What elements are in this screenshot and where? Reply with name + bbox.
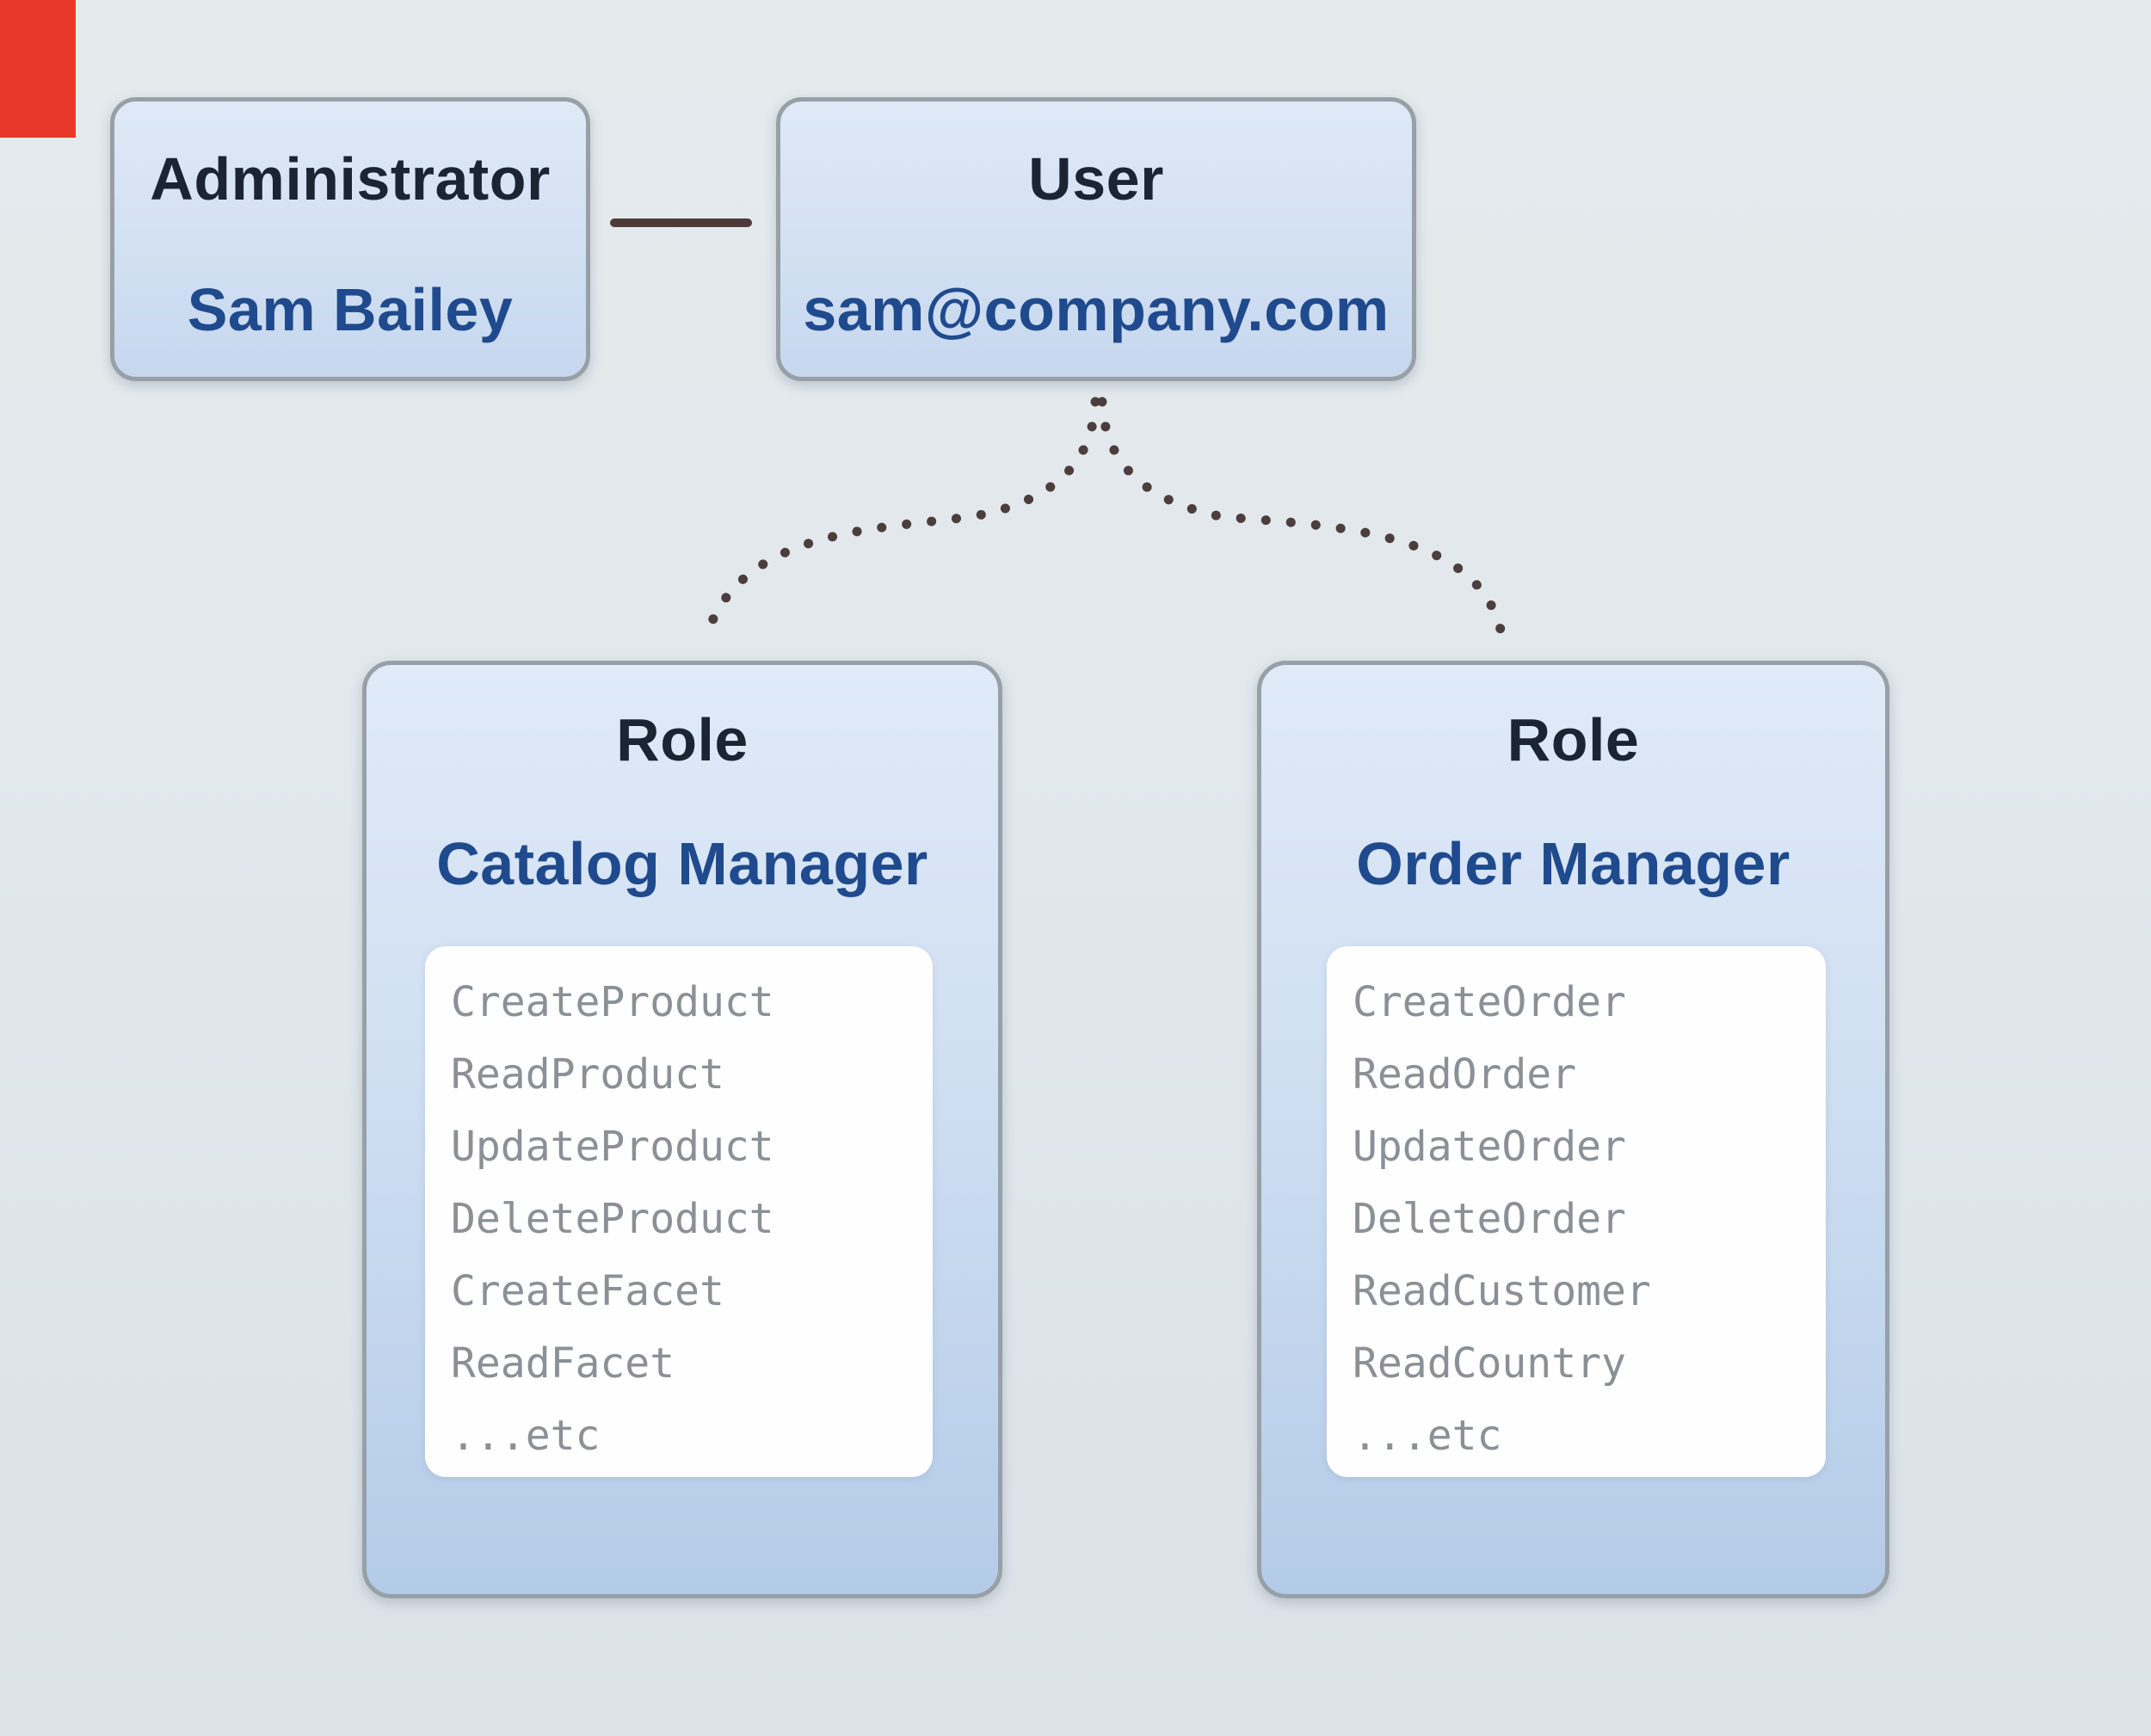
- role-node-catalog-manager: Role Catalog Manager CreateProduct ReadP…: [362, 661, 1002, 1598]
- permission-item: ReadCountry: [1353, 1339, 1626, 1388]
- role-name-catalog-manager: Catalog Manager: [436, 830, 928, 897]
- permission-item: DeleteOrder: [1353, 1195, 1626, 1243]
- permission-item: CreateProduct: [451, 978, 774, 1026]
- permission-item: ReadProduct: [451, 1050, 724, 1099]
- permission-item: ReadOrder: [1353, 1050, 1577, 1099]
- permission-item: CreateOrder: [1353, 978, 1626, 1026]
- administrator-name: Sam Bailey: [187, 276, 514, 343]
- permission-item: ReadCustomer: [1353, 1267, 1651, 1315]
- user-node: User sam@company.com: [776, 97, 1416, 381]
- permission-item: UpdateProduct: [451, 1123, 774, 1171]
- recording-indicator: [0, 0, 76, 138]
- user-role-connector-left: [703, 397, 1100, 637]
- user-title: User: [1028, 145, 1164, 212]
- permission-item: UpdateOrder: [1353, 1123, 1626, 1171]
- permission-item: DeleteProduct: [451, 1195, 774, 1243]
- permission-item: ReadFacet: [451, 1339, 675, 1388]
- permissions-panel-catalog: CreateProduct ReadProduct UpdateProduct …: [425, 946, 933, 1477]
- permission-item: ...etc: [1353, 1412, 1502, 1460]
- permissions-panel-order: CreateOrder ReadOrder UpdateOrder Delete…: [1327, 946, 1826, 1477]
- administrator-node: Administrator Sam Bailey: [110, 97, 590, 381]
- user-role-connector-right: [1097, 397, 1506, 635]
- role-title: Role: [1507, 706, 1640, 773]
- user-email: sam@company.com: [803, 276, 1390, 343]
- permission-item: CreateFacet: [451, 1267, 724, 1315]
- role-node-order-manager: Role Order Manager CreateOrder ReadOrder…: [1257, 661, 1889, 1598]
- administrator-title: Administrator: [150, 145, 551, 212]
- permission-item: ...etc: [451, 1412, 601, 1460]
- role-name-order-manager: Order Manager: [1356, 830, 1790, 897]
- role-title: Role: [616, 706, 749, 773]
